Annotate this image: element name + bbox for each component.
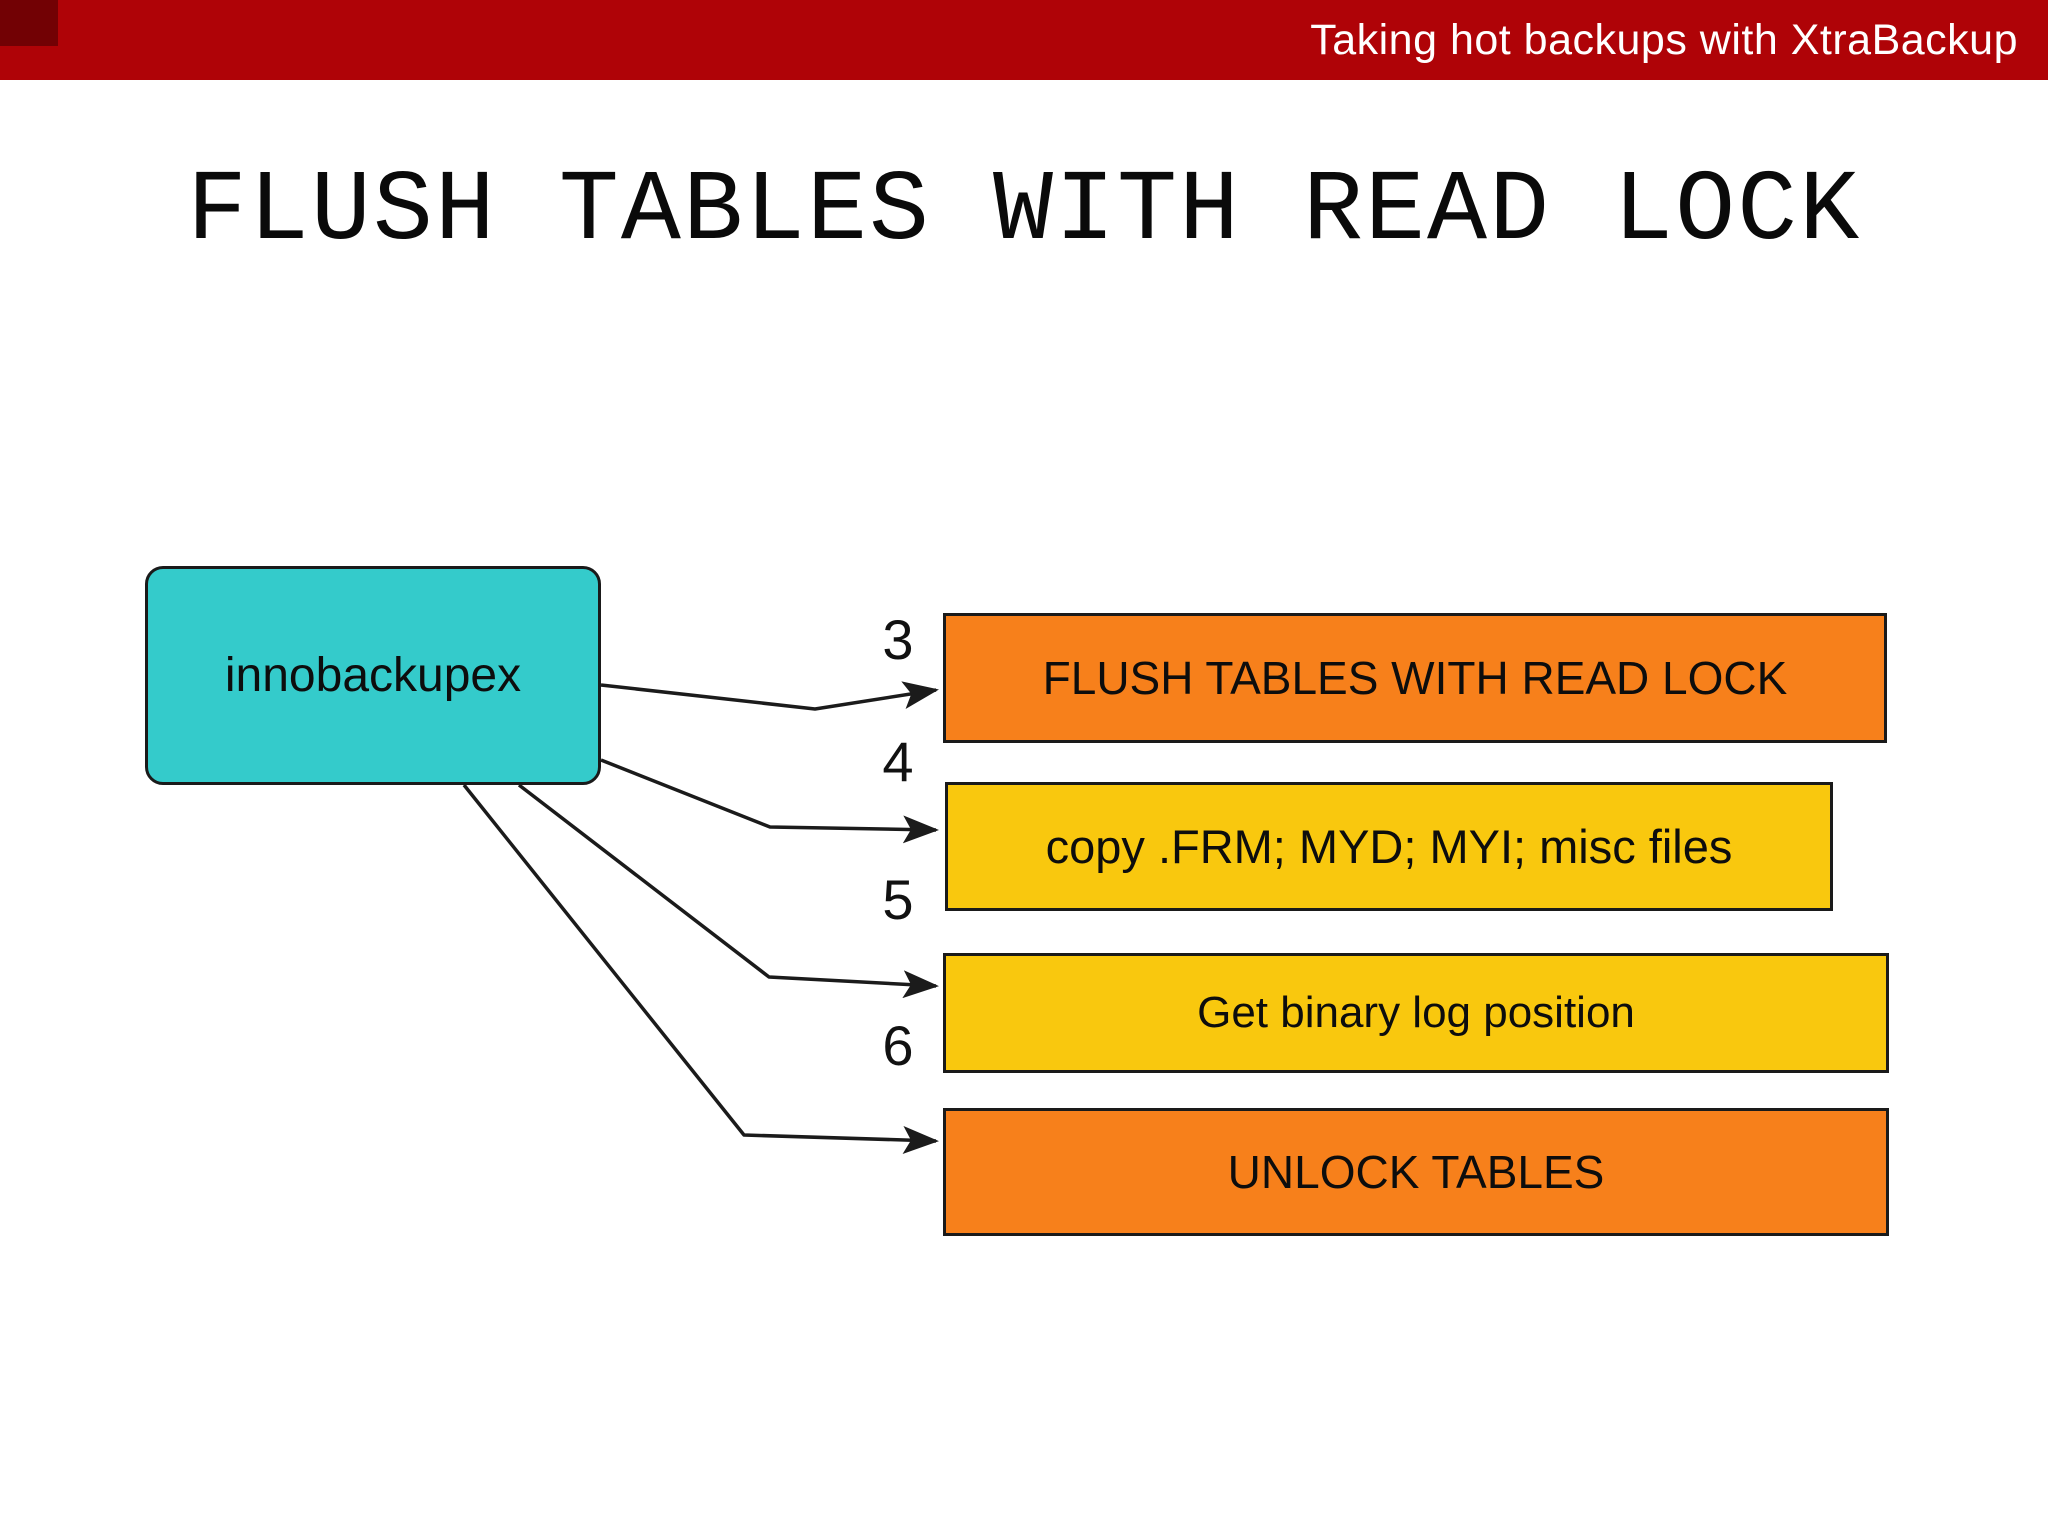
header-corner-accent [0,0,58,46]
step-box-copy-files-label: copy .FRM; MYD; MYI; misc files [1045,820,1733,873]
step-box-flush-tables: FLUSH TABLES WITH READ LOCK [943,613,1887,743]
step-box-binlog-position: Get binary log position [943,953,1889,1073]
step-number-3: 3 [882,608,914,671]
header-bar: Taking hot backups with XtraBackup [0,0,2048,80]
arrow-step-6 [462,783,939,1154]
slide-title: FLUSH TABLES WITH READ LOCK [186,156,1862,269]
step-box-flush-tables-label: FLUSH TABLES WITH READ LOCK [1042,652,1788,704]
step-box-binlog-position-label: Get binary log position [1197,988,1635,1037]
node-innobackupex: innobackupex [145,566,601,785]
step-number-4: 4 [882,730,914,793]
step-number-6: 6 [882,1014,914,1077]
arrow-step-3 [600,681,939,711]
step-box-unlock-tables-label: UNLOCK TABLES [1227,1146,1605,1198]
node-innobackupex-label: innobackupex [224,649,522,702]
step-box-unlock-tables: UNLOCK TABLES [943,1108,1889,1236]
header-title: Taking hot backups with XtraBackup [1310,15,2018,64]
step-number-5: 5 [882,868,914,931]
step-box-copy-files: copy .FRM; MYD; MYI; misc files [945,782,1833,911]
